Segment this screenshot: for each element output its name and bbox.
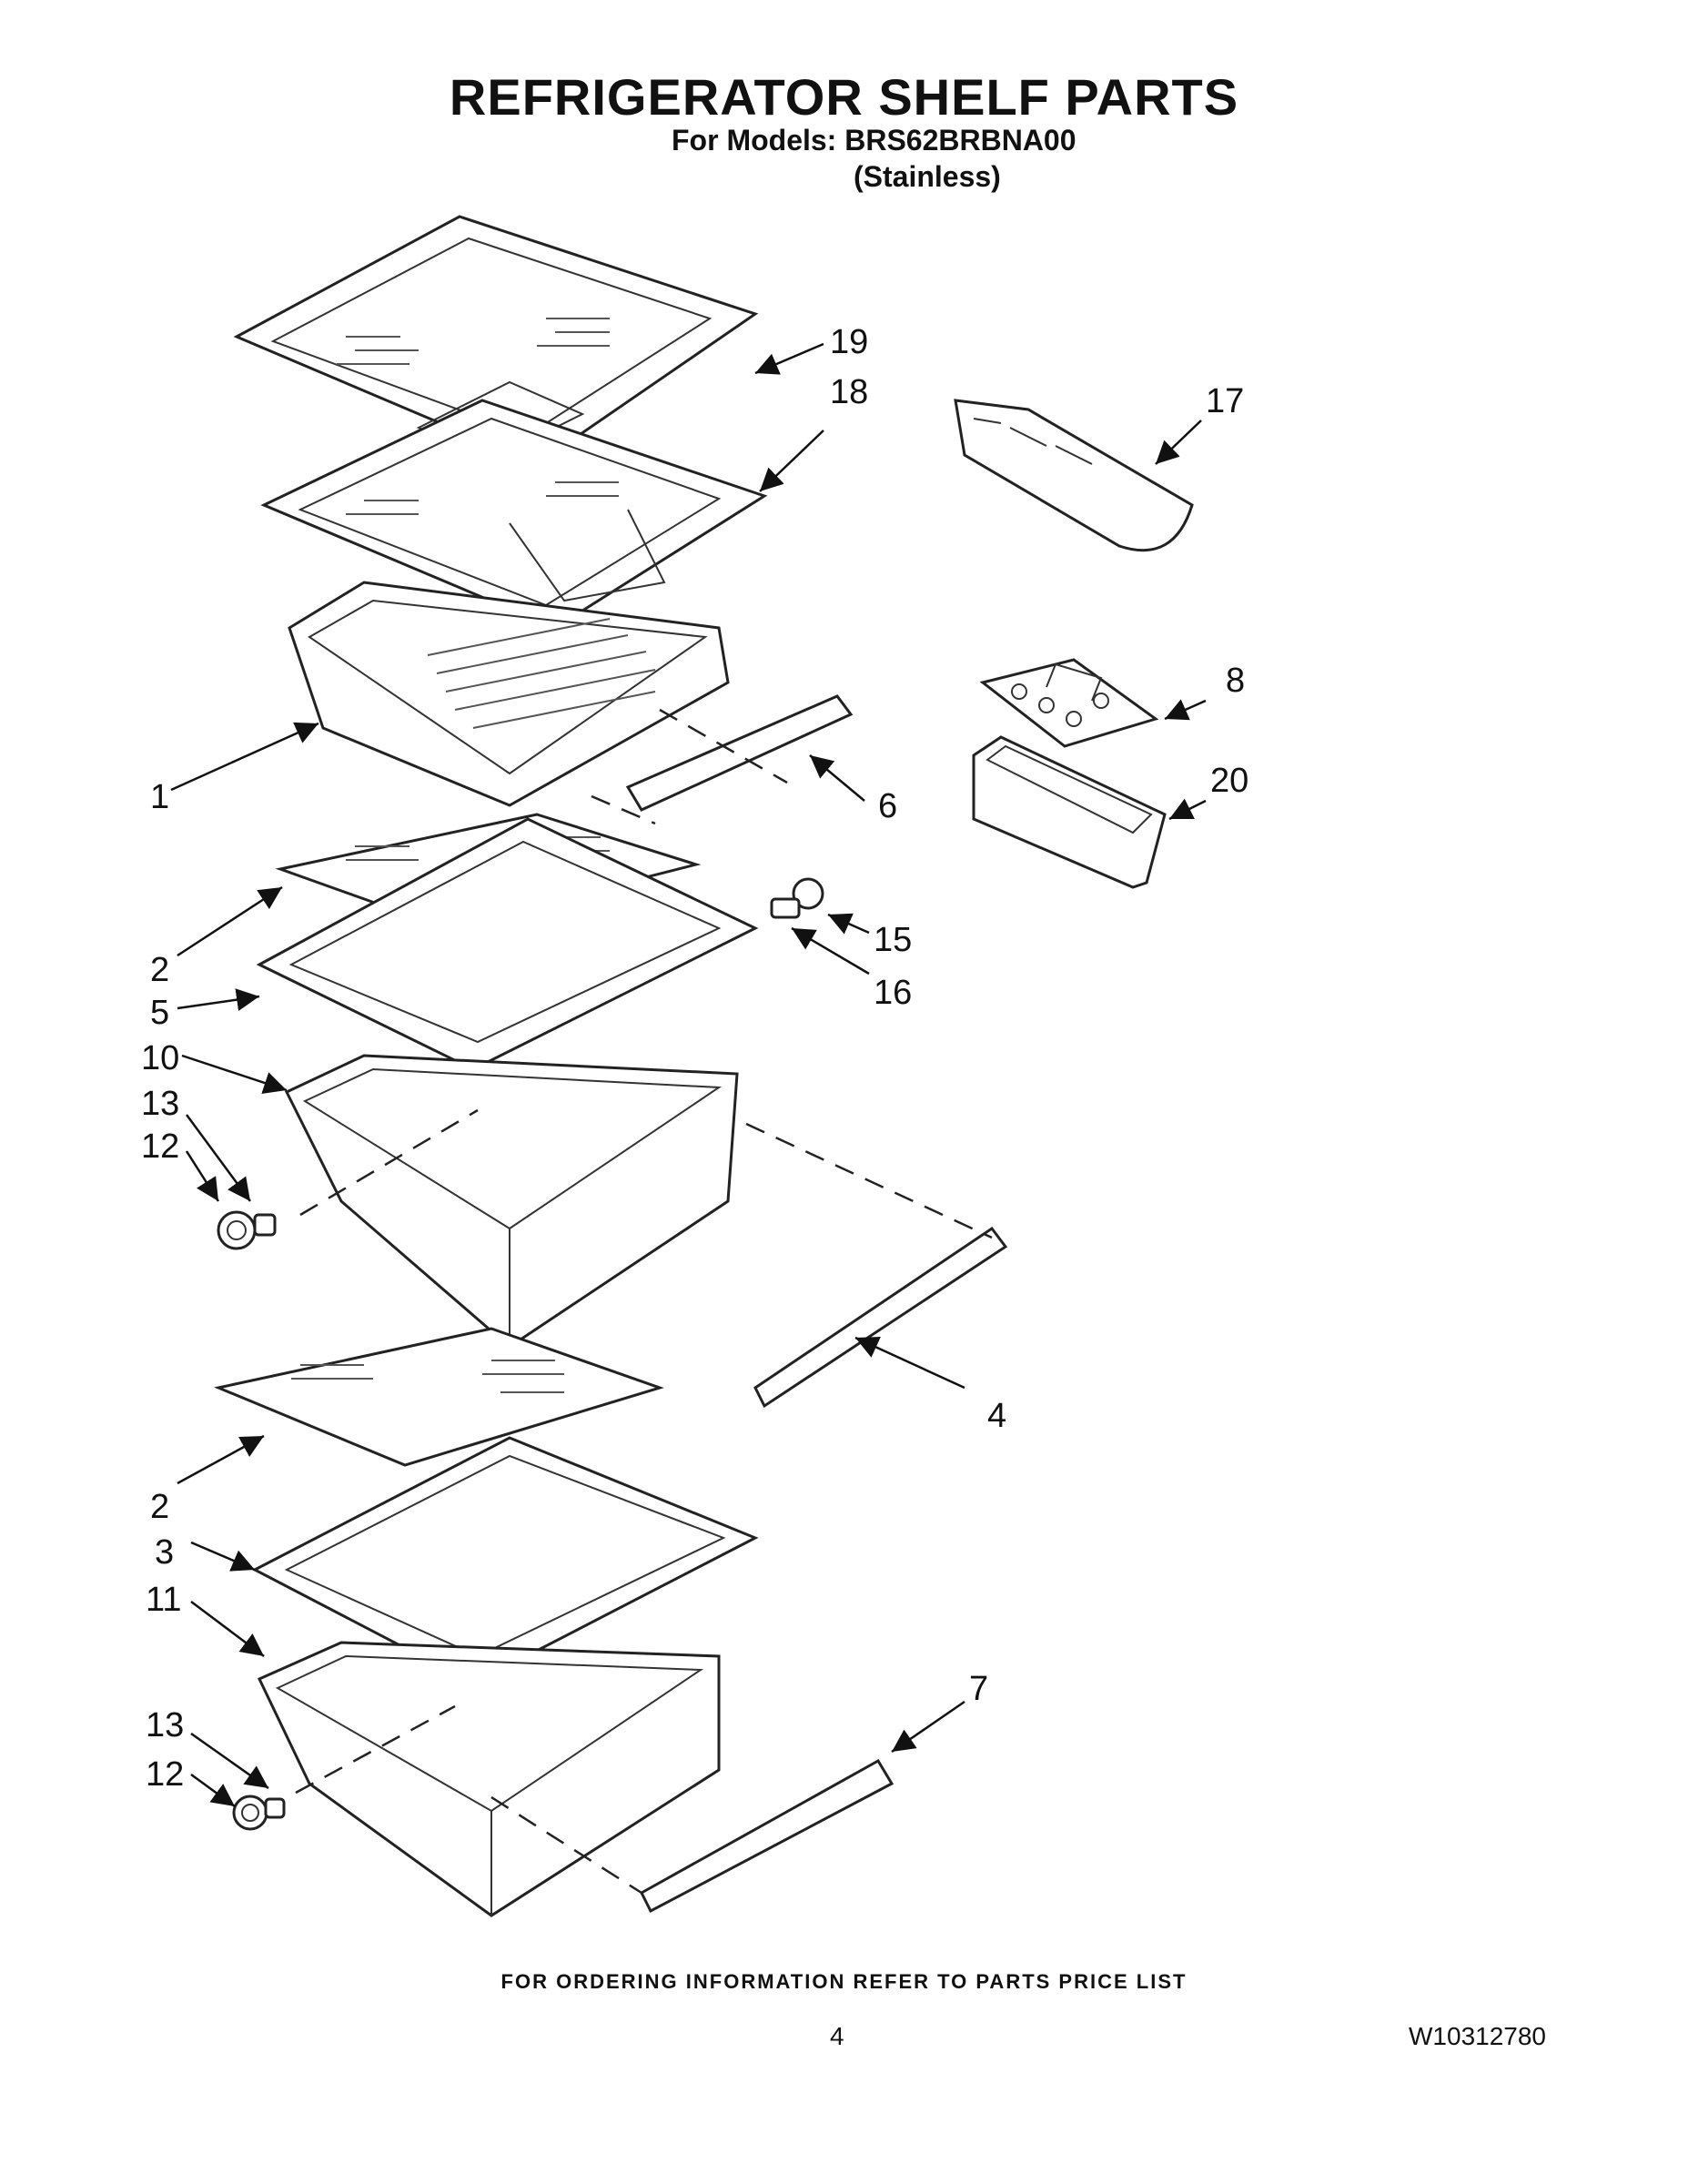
callout-4: 4 bbox=[987, 1397, 1006, 1435]
part-12-13-knob-upper bbox=[217, 1210, 277, 1250]
callout-8: 8 bbox=[1226, 662, 1245, 700]
part-6-trim bbox=[625, 694, 854, 812]
part-11-drawer bbox=[257, 1641, 721, 1917]
callout-10: 10 bbox=[141, 1039, 179, 1077]
callout-12-lower: 12 bbox=[146, 1755, 184, 1794]
callout-5: 5 bbox=[150, 994, 169, 1032]
ordering-note: FOR ORDERING INFORMATION REFER TO PARTS … bbox=[500, 1970, 1188, 1993]
part-17-bin bbox=[954, 399, 1194, 552]
callout-13-upper: 13 bbox=[141, 1085, 179, 1123]
document-number: W10312780 bbox=[1409, 2022, 1547, 2050]
callout-18: 18 bbox=[830, 373, 868, 411]
part-12-13-knob-lower bbox=[232, 1795, 286, 1831]
callout-12-upper: 12 bbox=[141, 1127, 179, 1166]
part-15-16-fastener bbox=[770, 877, 824, 919]
callout-1: 1 bbox=[150, 778, 169, 816]
variant-line: (Stainless) bbox=[854, 160, 1001, 193]
callout-20: 20 bbox=[1210, 762, 1248, 800]
callout-labels: 19 18 17 1 6 8 20 2 15 16 5 10 13 12 4 2… bbox=[141, 323, 1248, 1794]
callout-6: 6 bbox=[878, 787, 897, 825]
part-1-tray bbox=[288, 581, 730, 807]
page-title: REFRIGERATOR SHELF PARTS bbox=[449, 68, 1239, 126]
callout-3: 3 bbox=[155, 1533, 174, 1572]
callout-2-upper: 2 bbox=[150, 951, 169, 989]
callout-13-lower: 13 bbox=[146, 1706, 184, 1744]
part-5-frame bbox=[256, 817, 759, 1071]
part-20-box bbox=[972, 735, 1167, 889]
callout-7: 7 bbox=[969, 1670, 988, 1708]
part-8-lid bbox=[979, 658, 1159, 748]
callout-17: 17 bbox=[1206, 382, 1244, 420]
callout-16: 16 bbox=[874, 974, 912, 1012]
leader-lines bbox=[170, 342, 1207, 1808]
alignment-lines bbox=[295, 708, 993, 1895]
part-18-shelf bbox=[260, 399, 768, 630]
part-10-drawer bbox=[284, 1054, 739, 1349]
model-line: For Models: BRS62BRBNA00 bbox=[672, 124, 1076, 157]
part-7-trim bbox=[640, 1758, 895, 1914]
callout-2-lower: 2 bbox=[150, 1488, 169, 1526]
page-number: 4 bbox=[830, 2022, 844, 2050]
part-2-glass-lower bbox=[213, 1327, 664, 1467]
part-4-trim bbox=[753, 1226, 1008, 1409]
callout-19: 19 bbox=[830, 323, 868, 361]
callout-15: 15 bbox=[874, 921, 912, 959]
callout-11: 11 bbox=[146, 1581, 181, 1619]
